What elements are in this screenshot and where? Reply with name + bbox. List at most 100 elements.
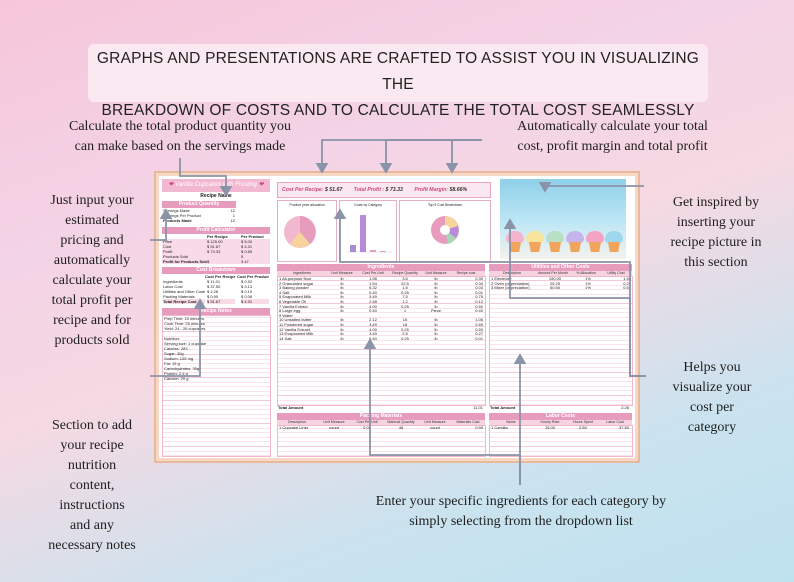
table-cell[interactable]: 9 Water [279,312,293,318]
pq-label: Servings Made [163,208,190,213]
table-cell: 0.40 [475,308,483,314]
kpi-margin-value: 58.66% [449,187,468,193]
labor-grid[interactable] [489,425,633,457]
table-cell[interactable]: 150.00 [548,276,562,281]
bar [350,245,356,252]
table-cell[interactable]: 2.5 [402,331,408,337]
table-cell[interactable]: 10 Unsalted butter [279,317,312,323]
recipe-photo[interactable] [500,179,626,259]
note-text: Yield: 24 - 26 cupcakes [164,326,206,331]
table-cell[interactable]: 4 Salt [279,289,290,295]
table-cell[interactable]: 1 [403,308,407,314]
arrow-price-allocation [333,208,646,377]
table-cell[interactable]: 1% [585,285,591,291]
note-visualize: Helps you visualize your cost per catego… [652,358,772,438]
pc-value: 3.47 [241,259,249,264]
col-header: Unit Measure [424,420,446,424]
table-cell[interactable]: 3.6 [402,276,408,281]
profit-calculator-header: Profit Calculator [162,227,270,234]
utilities-header: Utilities and Other Costs [489,264,632,271]
table-cell: 0.50 [475,303,483,309]
cb-value: $ 11.01 [207,279,221,284]
kpi-margin-label: Profit Margin: [414,187,449,193]
pq-value[interactable]: 1 [232,213,235,218]
pc-value[interactable]: 5 [241,254,244,259]
packing-grid[interactable] [277,425,486,457]
arrow-photo [538,182,644,193]
labor-cell: 2.50 [579,425,587,430]
table-cell[interactable]: 2 Granulated sugar [279,280,314,286]
recipe-notes-area[interactable] [162,315,271,457]
table-cell: lb [434,335,438,341]
table-cell[interactable]: 1 Electricity [491,276,512,281]
labor-cell[interactable]: 1 Camilla [491,425,508,430]
table-cell: lb [434,303,438,309]
pc-label: Cost [163,244,172,249]
table-cell[interactable]: 6 Vegetable Oil [279,299,307,304]
packing-cell[interactable]: 1 Cupcake Liner [279,425,309,430]
bar [380,251,386,252]
table-cell: lb [340,308,344,314]
note-auto-total: Automatically calculate your total cost,… [490,117,735,157]
recipe-name-label: Recipe Name [200,193,232,199]
table-cell[interactable]: 7 Vanilla Extract [279,303,308,309]
table-cell[interactable]: 14 Salt [279,335,292,341]
table-cell: 1.06 [475,317,483,323]
note-line: recipe and for [53,313,131,328]
note-line: Get inspired by [672,195,760,210]
note-text: Sodium: 105 mg [164,356,194,361]
pie-chart-1 [284,216,316,248]
col-header: Amount Per Month [538,271,568,275]
table-cell[interactable]: 25.25 [549,280,560,286]
packing-header: Packing Materials [277,413,485,420]
col-header: Description [288,420,306,424]
note-input-pricing: Just input your estimated pricing and au… [36,191,148,351]
note-line: simply selecting from the dropdown list [409,514,633,529]
table-cell[interactable]: 10 [402,317,408,323]
table-cell[interactable]: 22.5 [401,280,409,286]
col-header: Cost Per Unit [362,271,384,275]
table-cell[interactable]: 18 [402,322,408,327]
pc-label: Profit for Products Sold [163,259,207,264]
table-cell[interactable]: 1% [585,280,591,286]
table-cell[interactable]: 11 Powdered sugar [279,322,314,327]
table-cell[interactable]: 13 Evaporated Milk [279,331,314,337]
table-cell[interactable]: 3 Baking powder [279,285,309,291]
note-line: category [687,420,737,435]
table-cell: 2.12 [369,317,377,323]
ingredients-grid[interactable] [277,276,486,406]
note-line: total profit per [51,293,133,308]
table-cell[interactable]: 1.5 [402,285,408,291]
table-cell[interactable]: 0.25 [401,335,409,341]
table-cell: 3.49 [369,322,377,327]
table-cell[interactable]: 7.5 [402,294,408,300]
note-line: products sold [54,333,130,348]
col-header: Recipe cost [456,271,476,275]
table-cell[interactable]: 8 Large egg [279,308,301,314]
table-cell[interactable]: 12 Vanilla Extract [279,326,310,332]
heart-icon: ❤ [168,182,174,188]
table-cell: 0.40 [369,289,377,295]
note-line: cost, profit margin and total profit [517,139,708,154]
table-cell: 0.01 [475,335,483,341]
col-header: Hourly Rate [540,420,560,424]
labor-cell: 37.50 [618,425,629,430]
table-cell[interactable]: 1.2 [402,299,408,304]
table-cell[interactable]: 0.25 [401,326,409,332]
note-line: instructions [59,498,125,513]
arrow-costs-by-category [503,218,646,377]
table-cell[interactable]: 1% [585,276,591,281]
pq-value[interactable]: 12 [230,208,235,213]
arrow-recipe-notes [150,298,207,377]
col-header: Unit Measure [425,271,447,275]
table-cell[interactable]: 0.25 [401,303,409,309]
table-cell[interactable]: 1 All-purpose flour [279,276,312,281]
packing-cell: count [329,425,339,430]
table-cell[interactable]: 0.25 [401,289,409,295]
table-cell[interactable]: 50.50 [549,285,560,291]
cost-breakdown-header: Cost Breakdown [162,267,270,274]
cb-col: Cost Per Recipe [205,274,235,279]
table-cell[interactable]: 5 Evaporated Milk [279,294,312,300]
pc-value[interactable]: $ 125.00 [207,239,223,244]
